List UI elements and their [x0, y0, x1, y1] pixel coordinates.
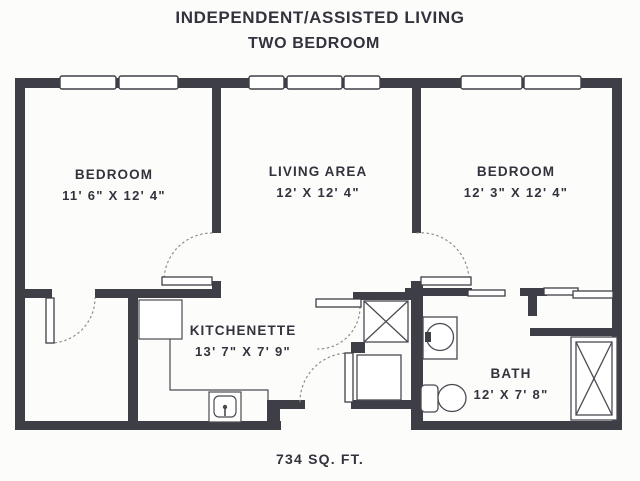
- wall-left: [15, 78, 25, 430]
- door-entry-icon: [344, 352, 354, 403]
- window-bedroom2-left-icon: [460, 75, 523, 90]
- wall-right: [612, 78, 622, 430]
- wall-closet-kitchen: [128, 289, 138, 421]
- wall-bottom-left: [15, 421, 281, 430]
- wall-bedroom2-bottom-b: [520, 288, 547, 296]
- room-dims: 13' 7" X 7' 9": [195, 344, 291, 359]
- toilet-tank-icon: [420, 384, 439, 413]
- kitchenette-fixtures: [138, 299, 269, 423]
- door-swing-arcs: [49, 232, 470, 403]
- door-closet-icon: [45, 297, 55, 344]
- wall-closet2-bottom: [530, 328, 614, 336]
- door-bedroom2-icon: [420, 276, 472, 286]
- room-label-kitchenette: KITCHENETTE 13' 7" X 7' 9": [190, 323, 297, 359]
- wall-bottom-bath: [411, 421, 622, 430]
- door-leaves: [45, 276, 614, 403]
- room-name: BEDROOM: [74, 167, 154, 182]
- page-title: INDEPENDENT/ASSISTED LIVING: [175, 8, 465, 27]
- wall-closet-left-b: [95, 289, 138, 298]
- door-closet2-slider-b-icon: [572, 290, 614, 299]
- windows: [59, 75, 582, 90]
- kitchen-sink-drain-icon: [222, 404, 228, 410]
- room-dims: 12' X 7' 8": [473, 387, 549, 402]
- room-dims: 11' 6" X 12' 4": [62, 188, 166, 203]
- wall-bedroom1-living: [212, 88, 221, 233]
- page-subtitle: TWO BEDROOM: [248, 35, 380, 52]
- utility-fixtures: [356, 300, 409, 401]
- wall-bedroom1-bottom: [130, 289, 221, 298]
- window-bedroom1-left-icon: [59, 75, 117, 90]
- room-label-bath: BATH 12' X 7' 8": [473, 366, 548, 402]
- door-bedroom1-icon: [161, 276, 213, 286]
- wall-living-bedroom2: [412, 88, 421, 233]
- counter-edge: [169, 339, 269, 401]
- water-heater-closet-icon: [356, 354, 402, 401]
- toilet-bowl-icon: [437, 383, 467, 413]
- arc-bedroom1-door: [163, 232, 213, 282]
- wall-bath-left: [411, 281, 423, 430]
- vanity-faucet-icon: [425, 332, 431, 342]
- room-label-bedroom-left: BEDROOM 11' 6" X 12' 4": [62, 167, 166, 203]
- arc-entry-door: [299, 352, 350, 403]
- door-kitchen-icon: [315, 298, 362, 308]
- bath-fixtures: [420, 316, 618, 421]
- total-area-label: 734 SQ. FT.: [276, 451, 364, 467]
- window-living-center-icon: [286, 75, 343, 90]
- door-bath-pocket-icon: [467, 289, 506, 297]
- room-dims: 12' 3" X 12' 4": [463, 185, 569, 200]
- room-dims: 12' X 12' 4": [276, 185, 360, 200]
- wall-bedroom2-bottom-a: [405, 288, 472, 296]
- wall-closet2-stem: [528, 296, 537, 316]
- room-label-living-area: LIVING AREA 12' X 12' 4": [269, 164, 368, 200]
- wall-closet-left-a: [15, 289, 52, 298]
- refrigerator-icon: [138, 299, 183, 340]
- wall-living-bottom: [353, 292, 413, 300]
- wall-utility-corner: [351, 342, 365, 353]
- arc-closet-door: [49, 297, 96, 344]
- window-bedroom1-right-icon: [118, 75, 179, 90]
- shower-x2: [575, 341, 613, 416]
- room-name: LIVING AREA: [268, 164, 368, 179]
- utility-closet-x2: [363, 300, 409, 343]
- window-living-right-icon: [343, 75, 381, 90]
- wall-entry-left: [267, 400, 305, 409]
- wall-entry-right: [351, 400, 413, 409]
- window-bedroom2-right-icon: [523, 75, 582, 90]
- arc-bedroom2-door: [416, 232, 470, 281]
- room-name: BATH: [490, 366, 532, 381]
- room-name: KITCHENETTE: [189, 323, 297, 338]
- room-name: BEDROOM: [476, 164, 556, 179]
- window-living-left-icon: [248, 75, 285, 90]
- room-label-bedroom-right: BEDROOM 12' 3" X 12' 4": [464, 164, 569, 200]
